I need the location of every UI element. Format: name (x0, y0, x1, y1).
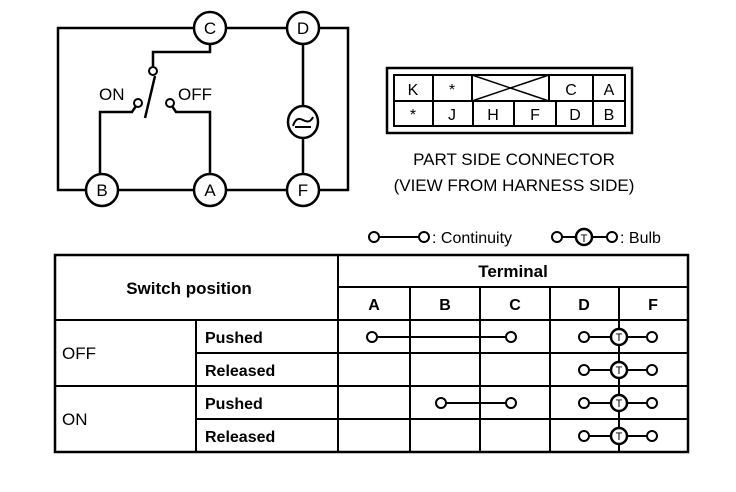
state-off-released: Released (205, 363, 275, 380)
terminal-a: A (192, 172, 228, 208)
terminal-f: F (285, 172, 321, 208)
circuit-schematic (56, 26, 350, 192)
on-contact-label: ON (99, 85, 125, 104)
svg-text:T: T (581, 233, 588, 245)
pin-d: D (569, 107, 581, 124)
switch-contacts (133, 66, 175, 108)
terminal-c-label: C (204, 19, 216, 38)
column-c: C (509, 297, 521, 314)
connector-pin-labels: K * C A * J H F D B (408, 82, 615, 124)
continuity-terminal (505, 397, 517, 409)
legend-bulb-symbol: T (551, 227, 618, 247)
legend-bulb-label: : Bulb (620, 230, 661, 247)
legend-continuity-symbol (368, 231, 430, 243)
state-off-pushed: Pushed (205, 330, 263, 347)
terminal-d: D (285, 10, 321, 46)
column-a: A (368, 297, 380, 314)
continuity-terminal (435, 397, 447, 409)
row-label-on: ON (62, 410, 88, 429)
pin-star-bottom: * (410, 107, 416, 124)
bulb-terminal (646, 430, 658, 442)
bulb-terminal (578, 364, 590, 376)
connector-caption-1: PART SIDE CONNECTOR (413, 150, 615, 169)
bulb-icon-glyph: T (616, 431, 623, 443)
continuity-terminal (366, 331, 378, 343)
terminal-c: C (192, 10, 228, 46)
bulb-terminal (578, 397, 590, 409)
table-state-labels: Pushed Released Pushed Released (205, 330, 275, 446)
column-f: F (648, 297, 658, 314)
terminal-b: B (84, 172, 120, 208)
pin-k: K (408, 82, 419, 99)
pin-c: C (565, 82, 577, 99)
bulb-terminal (646, 331, 658, 343)
legend-continuity-label: : Continuity (432, 230, 512, 247)
continuity-terminal (505, 331, 517, 343)
connector-caption-2: (VIEW FROM HARNESS SIDE) (394, 176, 635, 195)
pin-f: F (530, 107, 540, 124)
table-connection-symbols: T T T T (366, 327, 658, 446)
bulb-icon (609, 327, 629, 347)
bulb-icon (609, 393, 629, 413)
column-d: D (578, 297, 590, 314)
pin-a: A (604, 82, 615, 99)
bulb-icon-glyph: T (616, 332, 623, 344)
terminal-f-label: F (298, 181, 308, 200)
pin-h: H (487, 107, 499, 124)
pin-star-top: * (449, 82, 455, 99)
legend: : Continuity T : Bulb (368, 227, 661, 247)
terminal-header: Terminal (478, 262, 548, 281)
pin-j: J (448, 107, 456, 124)
bulb-terminal (578, 331, 590, 343)
switch-table (53, 253, 690, 454)
bulb-filament-icon (292, 116, 314, 128)
bulb-icon-glyph: T (616, 365, 623, 377)
table-column-headers: A B C D F (368, 297, 658, 314)
pin-b: B (604, 107, 615, 124)
bulb-icon (609, 360, 629, 380)
off-contact-label: OFF (178, 85, 212, 104)
state-on-pushed: Pushed (205, 396, 263, 413)
bulb-icon (609, 426, 629, 446)
column-b: B (439, 297, 451, 314)
bulb-terminal (646, 364, 658, 376)
terminal-d-label: D (297, 19, 309, 38)
bulb-terminal (646, 397, 658, 409)
switch-position-header: Switch position (126, 279, 252, 298)
terminal-b-label: B (96, 181, 107, 200)
part-side-connector (385, 66, 634, 135)
row-label-off: OFF (62, 344, 96, 363)
terminal-a-label: A (204, 181, 216, 200)
bulb-icon-glyph: T (616, 398, 623, 410)
state-on-released: Released (205, 429, 275, 446)
bulb-terminal (578, 430, 590, 442)
